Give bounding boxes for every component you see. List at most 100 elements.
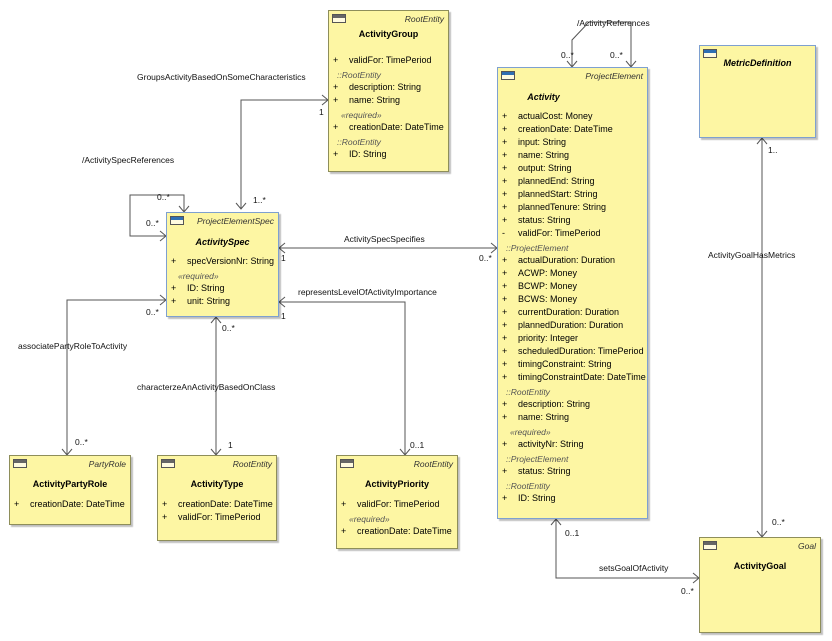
class-icon xyxy=(501,71,515,80)
mult-party-role-1: 0..* xyxy=(146,307,159,317)
section-heading: ::RootEntity xyxy=(506,481,550,491)
attribute-row: +priority: Integer xyxy=(502,333,579,343)
attribute-row: +creationDate: DateTime xyxy=(14,499,125,509)
class-name: ActivityType xyxy=(190,479,244,489)
label-activity-refs: /ActivityReferences xyxy=(577,18,650,28)
class-activity-spec[interactable]: ProjectElementSpec ActivitySpec +specVer… xyxy=(166,212,279,317)
mult-class-type-1: 0..* xyxy=(222,323,235,333)
class-name: ActivitySpec xyxy=(195,237,250,247)
class-activity[interactable]: ProjectElement Activity +actualCost: Mon… xyxy=(497,67,648,519)
attribute-row: +validFor: TimePeriod xyxy=(162,512,261,522)
label-groups: GroupsActivityBasedOnSomeCharacteristics xyxy=(137,72,306,82)
class-name: Activity xyxy=(527,92,560,102)
label-party-role: associatePartyRoleToActivity xyxy=(18,341,128,351)
section-heading: ::RootEntity xyxy=(337,70,381,80)
attribute-row: +actualDuration: Duration xyxy=(502,255,616,265)
mult-importance-2: 0..1 xyxy=(410,440,425,450)
attribute-row: +description: String xyxy=(333,82,422,92)
mult-spec-specifies-2: 0..* xyxy=(479,253,492,263)
section-heading: «required» xyxy=(510,427,551,437)
edge-groups[interactable] xyxy=(240,99,328,209)
class-name: ActivityGroup xyxy=(358,29,419,39)
edge-party-role[interactable] xyxy=(66,299,166,455)
attribute-row: +creationDate: DateTime xyxy=(333,122,444,132)
attribute-row: +ACWP: Money xyxy=(502,268,578,278)
attribute-row: +validFor: TimePeriod xyxy=(333,55,432,65)
attribute-row: +actualCost: Money xyxy=(502,111,593,121)
edge-spec-refs[interactable] xyxy=(129,194,185,237)
class-icon xyxy=(170,216,184,225)
class-activity-group[interactable]: RootEntity ActivityGroup +validFor: Time… xyxy=(328,10,449,172)
attribute-row: +validFor: TimePeriod xyxy=(341,499,440,509)
attribute-row: +status: String xyxy=(502,466,571,476)
attribute-row: +name: String xyxy=(502,412,570,422)
section-heading: ::RootEntity xyxy=(506,387,550,397)
attribute-row: +plannedTenure: String xyxy=(502,202,607,212)
mult-goal-metrics-2: 0..* xyxy=(772,517,785,527)
mult-activity-refs-2: 0..* xyxy=(610,50,623,60)
edge-activity-refs[interactable] xyxy=(571,21,632,67)
mult-class-type-2: 1 xyxy=(228,440,233,450)
label-spec-refs: /ActivitySpecReferences xyxy=(82,155,175,165)
attribute-row: +creationDate: DateTime xyxy=(341,526,452,536)
class-name: MetricDefinition xyxy=(723,58,792,68)
attribute-row: +unit: String xyxy=(171,296,231,306)
stereotype-label: RootEntity xyxy=(404,14,444,24)
attribute-row: +plannedDuration: Duration xyxy=(502,320,624,330)
attribute-row: +input: String xyxy=(502,137,567,147)
class-icon xyxy=(161,459,175,468)
stereotype-label: ProjectElement xyxy=(585,71,643,81)
class-icon xyxy=(332,14,346,23)
class-icon xyxy=(703,541,717,550)
mult-importance-1: 1 xyxy=(281,311,286,321)
mult-party-role-2: 0..* xyxy=(75,437,88,447)
edge-importance[interactable] xyxy=(279,301,406,455)
class-icon xyxy=(13,459,27,468)
mult-goal-metrics-1: 1.. xyxy=(768,145,778,155)
section-heading: ::RootEntity xyxy=(337,137,381,147)
mult-spec-specifies-1: 1 xyxy=(281,253,286,263)
label-sets-goal: setsGoalOfActivity xyxy=(599,563,669,573)
stereotype-label: RootEntity xyxy=(413,459,453,469)
mult-sets-goal-1: 0..1 xyxy=(565,528,580,538)
mult-groups-1: 1 xyxy=(319,107,324,117)
stereotype-label: RootEntity xyxy=(232,459,272,469)
attribute-row: +creationDate: DateTime xyxy=(502,124,613,134)
class-name: ActivityPriority xyxy=(364,479,430,489)
edge-sets-goal[interactable] xyxy=(555,519,699,579)
class-icon xyxy=(340,459,354,468)
mult-activity-refs-1: 0..* xyxy=(561,50,574,60)
class-activity-priority[interactable]: RootEntity ActivityPriority +validFor: T… xyxy=(336,455,458,549)
attribute-row: +timingConstraint: String xyxy=(502,359,612,369)
attribute-row: +timingConstraintDate: DateTime xyxy=(502,372,646,382)
class-metric-definition[interactable]: MetricDefinition xyxy=(699,45,816,138)
section-heading: ::ProjectElement xyxy=(506,454,569,464)
class-activity-type[interactable]: RootEntity ActivityType +creationDate: D… xyxy=(157,455,277,541)
attribute-row: +output: String xyxy=(502,163,572,173)
section-heading: «required» xyxy=(349,514,390,524)
attribute-row: +plannedEnd: String xyxy=(502,176,595,186)
label-importance: representsLevelOfActivityImportance xyxy=(298,287,437,297)
label-spec-specifies: ActivitySpecSpecifies xyxy=(344,234,425,244)
attribute-row: +BCWP: Money xyxy=(502,281,578,291)
stereotype-label: ProjectElementSpec xyxy=(196,216,274,226)
stereotype-label: PartyRole xyxy=(88,459,126,469)
attribute-row: +name: String xyxy=(502,150,570,160)
mult-spec-refs-2: 0..* xyxy=(146,218,159,228)
section-heading: «required» xyxy=(341,110,382,120)
class-icon xyxy=(703,49,717,58)
attribute-row: +name: String xyxy=(333,95,401,105)
attribute-row: +currentDuration: Duration xyxy=(502,307,620,317)
class-name: ActivityGoal xyxy=(733,561,787,571)
mult-sets-goal-2: 0..* xyxy=(681,586,694,596)
class-activity-party-role[interactable]: PartyRole ActivityPartyRole +creationDat… xyxy=(9,455,131,525)
section-heading: «required» xyxy=(178,271,219,281)
attribute-row: +description: String xyxy=(502,399,591,409)
attribute-row: +specVersionNr: String xyxy=(171,256,275,266)
attribute-row: +status: String xyxy=(502,215,571,225)
attribute-row: -validFor: TimePeriod xyxy=(502,228,601,238)
attribute-row: +ID: String xyxy=(333,149,387,159)
attribute-row: +creationDate: DateTime xyxy=(162,499,273,509)
mult-groups-2: 1..* xyxy=(253,195,266,205)
class-activity-goal[interactable]: Goal ActivityGoal xyxy=(699,537,821,633)
